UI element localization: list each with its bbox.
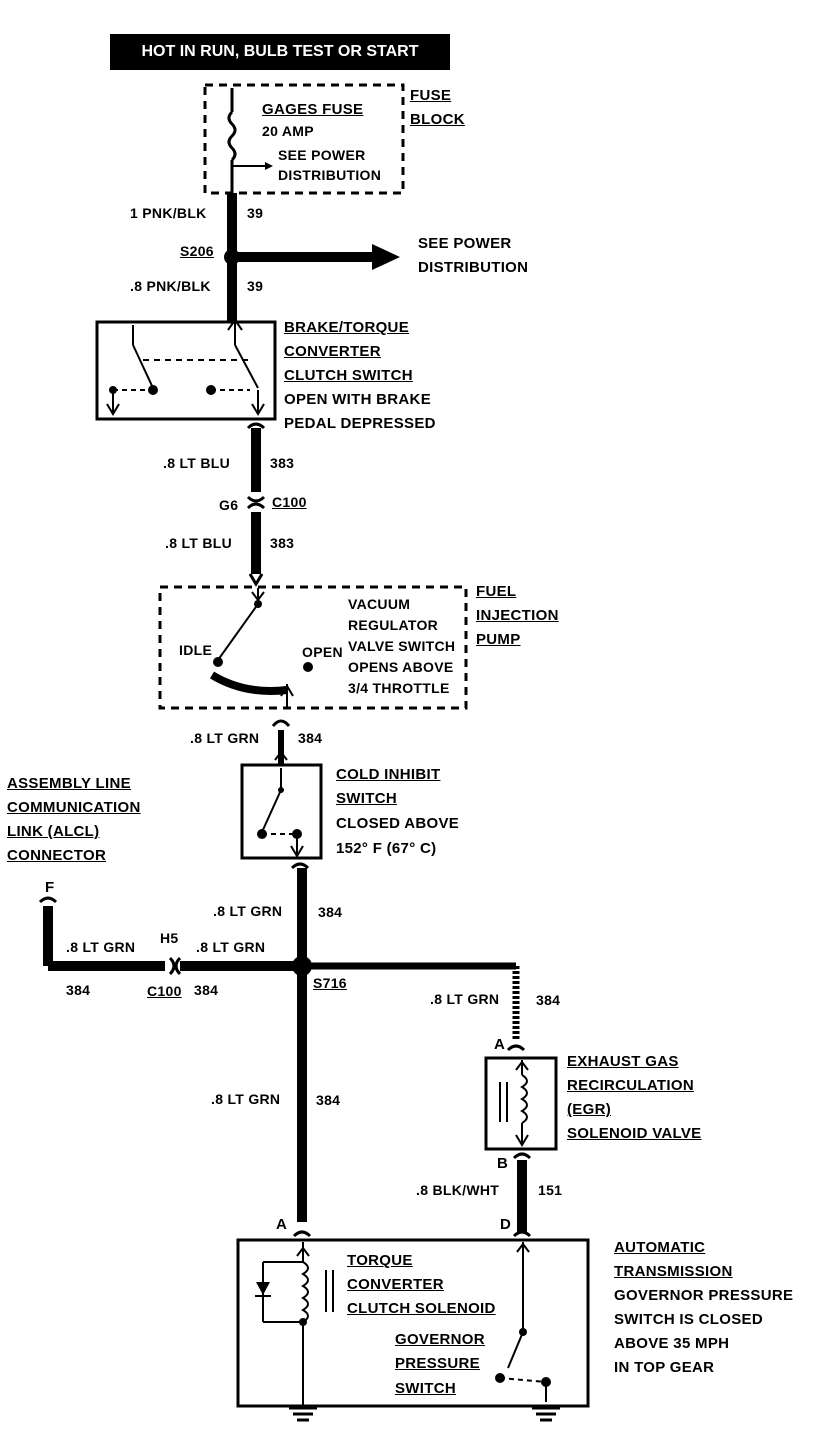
idle-label: IDLE bbox=[179, 642, 213, 658]
egr-coil bbox=[520, 1074, 528, 1124]
alcl-label-4: CONNECTOR bbox=[7, 847, 107, 864]
brake-switch-note-1: OPEN WITH BRAKE bbox=[284, 391, 431, 408]
wire-gauge-label: .8 BLK/WHT bbox=[416, 1182, 500, 1198]
wire-gauge-label: 1 PNK/BLK bbox=[130, 205, 207, 221]
connector-pin: G6 bbox=[219, 497, 239, 513]
vacuum-switch-arc bbox=[209, 671, 288, 695]
transmission-label-2: TRANSMISSION bbox=[614, 1263, 733, 1280]
transmission-label-1: AUTOMATIC bbox=[614, 1239, 706, 1256]
egr-label-3: (EGR) bbox=[567, 1101, 611, 1118]
brake-switch-label-2: CONVERTER bbox=[284, 343, 381, 360]
vacuum-switch-note-3: VALVE SWITCH bbox=[348, 638, 456, 654]
wire-gauge-label: .8 LT GRN bbox=[430, 991, 500, 1007]
fuel-pump-label-1: FUEL bbox=[476, 583, 517, 600]
wire-gauge-label: .8 LT GRN bbox=[66, 939, 136, 955]
fuse-note-2: DISTRIBUTION bbox=[278, 167, 382, 183]
fuse-note-1: SEE POWER bbox=[278, 147, 366, 163]
tcc-coil bbox=[301, 1261, 309, 1323]
governor-note-4: IN TOP GEAR bbox=[614, 1359, 715, 1376]
fuel-pump-label-2: INJECTION bbox=[476, 607, 559, 624]
fuel-pump-label-3: PUMP bbox=[476, 631, 521, 648]
brake-switch-label-1: BRAKE/TORQUE bbox=[284, 319, 409, 336]
circuit-number: 151 bbox=[538, 1182, 563, 1198]
fuse-name: GAGES FUSE bbox=[262, 101, 364, 118]
egr-pin-a: A bbox=[494, 1036, 506, 1053]
fuse-symbol bbox=[227, 110, 237, 162]
see-power-2: DISTRIBUTION bbox=[418, 259, 529, 276]
cold-inhibit-note-2: 152° F (67° C) bbox=[336, 840, 437, 857]
fuse-block-label-2: BLOCK bbox=[410, 111, 465, 128]
alcl-label-2: COMMUNICATION bbox=[7, 799, 141, 816]
governor-switch-label-1: GOVERNOR bbox=[395, 1331, 485, 1348]
alcl-label-1: ASSEMBLY LINE bbox=[7, 775, 131, 792]
circuit-number: 39 bbox=[247, 205, 264, 221]
vacuum-switch-note-4: OPENS ABOVE bbox=[348, 659, 454, 675]
egr-solenoid-box bbox=[484, 1056, 558, 1151]
circuit-number: 384 bbox=[298, 730, 323, 746]
circuit-number: 384 bbox=[536, 992, 561, 1008]
wire-gauge-label: .8 LT GRN bbox=[211, 1091, 281, 1107]
wire-gauge-label: .8 LT GRN bbox=[213, 903, 283, 919]
alcl-label-3: LINK (ALCL) bbox=[7, 823, 100, 840]
egr-label-2: RECIRCULATION bbox=[567, 1077, 694, 1094]
fuse-block-box bbox=[203, 83, 405, 195]
alcl-pin: F bbox=[45, 879, 55, 896]
governor-note-2: SWITCH IS CLOSED bbox=[614, 1311, 763, 1328]
splice-id: S206 bbox=[180, 243, 214, 259]
connector-pin: H5 bbox=[160, 930, 179, 946]
splice-s206-dot bbox=[224, 249, 240, 265]
fuse-rating: 20 AMP bbox=[262, 123, 314, 139]
diode-symbol bbox=[256, 1282, 270, 1295]
wire-gauge-label: .8 PNK/BLK bbox=[130, 278, 211, 294]
transmission-box bbox=[236, 1238, 590, 1408]
brake-switch-label-3: CLUTCH SWITCH bbox=[284, 367, 413, 384]
cold-inhibit-note-1: CLOSED ABOVE bbox=[336, 815, 460, 832]
vacuum-switch-note-2: REGULATOR bbox=[348, 617, 439, 633]
cold-inhibit-box bbox=[240, 763, 323, 860]
egr-pin-b: B bbox=[497, 1155, 509, 1172]
open-label: OPEN bbox=[302, 644, 343, 660]
trans-pin-a: A bbox=[276, 1216, 288, 1233]
circuit-number: 384 bbox=[194, 982, 219, 998]
governor-note-1: GOVERNOR PRESSURE bbox=[614, 1287, 794, 1304]
circuit-number: 39 bbox=[247, 278, 264, 294]
governor-switch-label-3: SWITCH bbox=[395, 1380, 456, 1397]
wire-gauge-label: .8 LT GRN bbox=[190, 730, 260, 746]
tcc-solenoid-label-1: TORQUE bbox=[347, 1252, 413, 1269]
brake-switch-note-2: PEDAL DEPRESSED bbox=[284, 415, 436, 432]
wire-gauge-label: .8 LT GRN bbox=[196, 939, 266, 955]
circuit-number: 383 bbox=[270, 535, 295, 551]
circuit-number: 384 bbox=[318, 904, 343, 920]
splice-s716-dot bbox=[292, 956, 312, 976]
fuel-pump-box bbox=[158, 585, 468, 710]
cold-inhibit-label-1: COLD INHIBIT bbox=[336, 766, 441, 783]
circuit-number: 384 bbox=[66, 982, 91, 998]
circuit-number: 383 bbox=[270, 455, 295, 471]
trans-pin-d: D bbox=[500, 1216, 512, 1233]
brake-switch-box bbox=[95, 320, 277, 421]
circuit-number: 384 bbox=[316, 1092, 341, 1108]
power-distribution-arrow bbox=[372, 244, 400, 270]
ground-icon bbox=[289, 1406, 317, 1422]
header-banner: HOT IN RUN, BULB TEST OR START bbox=[110, 34, 450, 70]
egr-label-1: EXHAUST GAS bbox=[567, 1053, 679, 1070]
cold-inhibit-label-2: SWITCH bbox=[336, 790, 397, 807]
governor-switch-label-2: PRESSURE bbox=[395, 1355, 480, 1372]
fuse-block-label-1: FUSE bbox=[410, 87, 452, 104]
vacuum-switch-note-1: VACUUM bbox=[348, 596, 411, 612]
splice-id: S716 bbox=[313, 975, 347, 991]
tcc-solenoid-label-2: CONVERTER bbox=[347, 1276, 444, 1293]
connector-id: C100 bbox=[272, 494, 307, 510]
ground-icon bbox=[532, 1406, 560, 1422]
connector-id: C100 bbox=[147, 983, 182, 999]
tcc-solenoid-label-3: CLUTCH SOLENOID bbox=[347, 1300, 496, 1317]
see-power-1: SEE POWER bbox=[418, 235, 512, 252]
governor-note-3: ABOVE 35 MPH bbox=[614, 1335, 730, 1352]
egr-label-4: SOLENOID VALVE bbox=[567, 1125, 702, 1142]
vacuum-switch-note-5: 3/4 THROTTLE bbox=[348, 680, 450, 696]
wire-gauge-label: .8 LT BLU bbox=[165, 535, 232, 551]
wire-gauge-label: .8 LT BLU bbox=[163, 455, 230, 471]
